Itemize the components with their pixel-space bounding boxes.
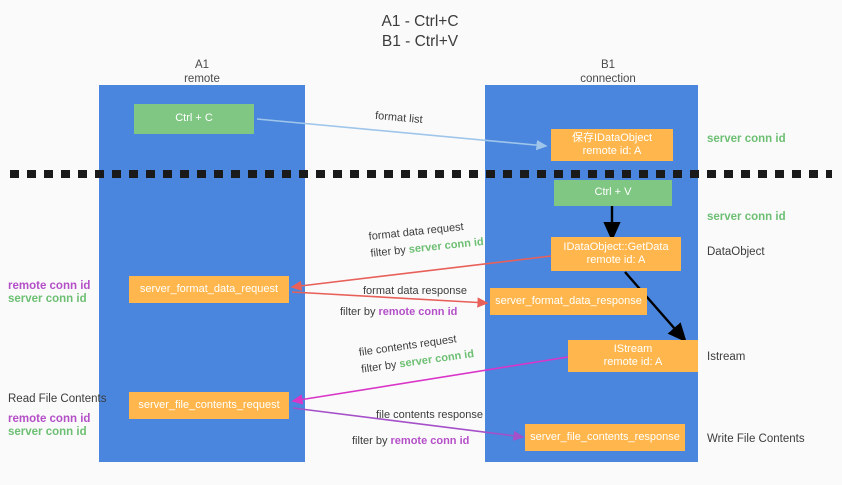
- mid-label-file-contents-response-filter: filter by remote conn id: [352, 434, 469, 448]
- column-label-b1: B1 connection: [580, 59, 636, 85]
- box-server-format-data-response[interactable]: server_format_data_response: [490, 288, 647, 315]
- right-label-server-conn-id-1: server conn id: [707, 133, 786, 145]
- box-save-idataobject[interactable]: 保存IDataObject remote id: A: [551, 129, 673, 161]
- mid-label-file-contents-request-group: file contents request filter by server c…: [358, 330, 475, 377]
- right-label-server-conn-id-2: server conn id: [707, 211, 786, 223]
- left-label-server-conn-id-2: server conn id: [8, 426, 87, 438]
- column-label-a1: A1 remote: [184, 59, 220, 85]
- box-ctrl-c[interactable]: Ctrl + C: [134, 104, 254, 134]
- filter-prefix: filter by: [369, 243, 410, 260]
- mid-label-format-list: format list: [374, 109, 424, 127]
- box-server-format-data-request[interactable]: server_format_data_request: [129, 276, 289, 303]
- box-ctrl-v-line1: Ctrl + V: [594, 186, 632, 199]
- left-label-remote-conn-id-2: remote conn id: [8, 413, 91, 425]
- box-istream-line1: IStream: [613, 342, 653, 355]
- filter-prefix-2: filter by: [340, 306, 379, 318]
- box-save-idataobject-line2: remote id: A: [582, 145, 642, 157]
- box-ctrl-v[interactable]: Ctrl + V: [554, 180, 672, 206]
- mid-label-format-data-response-filter: filter by remote conn id: [340, 305, 457, 319]
- filter-value-remote-conn-id: remote conn id: [378, 306, 458, 318]
- box-server-file-contents-response-label: server_file_contents_response: [530, 430, 680, 443]
- box-server-format-data-response-label: server_format_data_response: [495, 294, 642, 307]
- box-ctrl-c-line1: Ctrl + C: [175, 112, 213, 125]
- box-save-idataobject-line1: 保存IDataObject: [571, 131, 653, 144]
- left-label-server-conn-id-1: server conn id: [8, 293, 87, 305]
- left-label-read-file-contents: Read File Contents: [8, 393, 107, 405]
- right-label-istream: Istream: [707, 351, 746, 363]
- mid-label-format-data-request-group: format data request filter by server con…: [368, 218, 484, 261]
- filter-value-remote-conn-id-2: remote conn id: [390, 435, 470, 447]
- page-title: A1 - Ctrl+C B1 - Ctrl+V: [381, 13, 459, 50]
- box-getdata-line2: remote id: A: [586, 254, 646, 266]
- filter-prefix-4: filter by: [352, 435, 391, 447]
- left-label-remote-conn-id-1: remote conn id: [8, 280, 91, 292]
- mid-label-format-data-response: format data response: [363, 285, 467, 297]
- box-idataobject-getdata[interactable]: IDataObject::GetData remote id: A: [551, 237, 681, 271]
- filter-value-server-conn-id: server conn id: [408, 236, 485, 256]
- box-server-file-contents-request[interactable]: server_file_contents_request: [129, 392, 289, 419]
- box-istream[interactable]: IStream remote id: A: [568, 340, 698, 372]
- box-server-file-contents-request-label: server_file_contents_request: [138, 398, 280, 411]
- box-server-file-contents-response[interactable]: server_file_contents_response: [525, 424, 685, 451]
- box-server-format-data-request-label: server_format_data_request: [139, 282, 279, 295]
- filter-prefix-3: filter by: [360, 358, 401, 376]
- right-label-write-file-contents: Write File Contents: [707, 433, 805, 445]
- box-getdata-line1: IDataObject::GetData: [563, 240, 669, 253]
- right-label-dataobject: DataObject: [707, 246, 765, 258]
- mid-label-file-contents-response: file contents response: [376, 409, 484, 421]
- box-istream-line2: remote id: A: [603, 356, 663, 368]
